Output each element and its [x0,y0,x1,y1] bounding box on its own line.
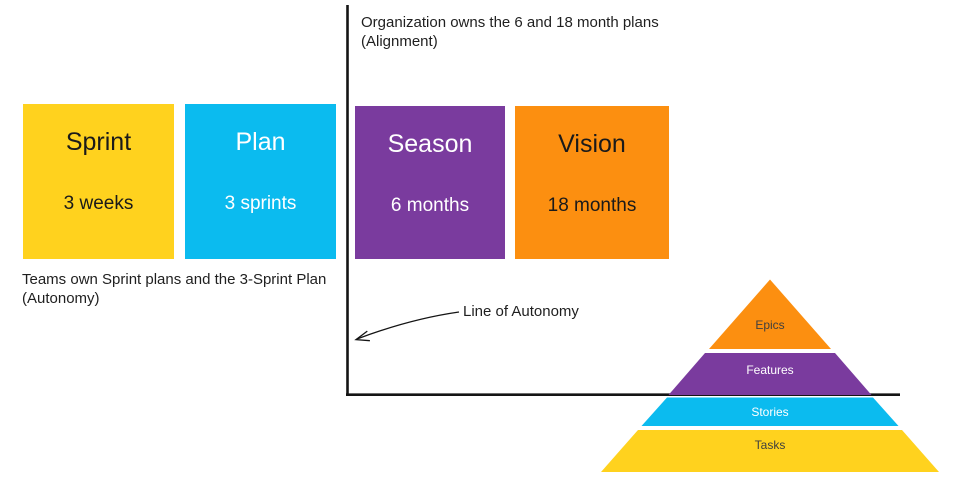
autonomy-annotation-line2: (Autonomy) [22,290,100,307]
pyramid-layer-features [668,353,872,395]
pyramid-layer-stories [641,397,899,426]
alignment-annotation: Organization owns the 6 and 18 month pla… [361,13,701,51]
pyramid-layer-epics [709,279,831,349]
autonomy-annotation-line1: Teams own Sprint plans and the 3-Sprint … [22,271,327,288]
line-of-autonomy-label: Line of Autonomy [463,303,579,320]
vision-box: Vision 18 months [515,106,669,259]
plan-box-subtitle: 3 sprints [224,193,297,214]
pyramid-label-epics: Epics [755,318,784,332]
pyramid-label-tasks: Tasks [755,438,786,452]
season-box-title: Season [387,130,473,158]
season-box-subtitle: 6 months [390,195,470,216]
sprint-box-title: Sprint [65,128,132,156]
autonomy-annotation: Teams own Sprint plans and the 3-Sprint … [22,270,352,308]
plan-box: Plan 3 sprints [185,104,336,259]
line-of-autonomy-arrow [356,311,460,340]
pyramid-label-stories: Stories [751,405,788,419]
plan-box-title: Plan [235,128,286,156]
pyramid-label-features: Features [746,363,793,377]
pyramid-layer-tasks [601,430,939,472]
sprint-box: Sprint 3 weeks [23,104,174,259]
alignment-annotation-line1: Organization owns the 6 and 18 month pla… [361,14,659,31]
season-box: Season 6 months [355,106,505,259]
alignment-annotation-line2: (Alignment) [361,33,438,50]
vision-box-subtitle: 18 months [547,195,637,216]
arrowhead-icon [354,330,370,342]
vision-box-title: Vision [558,130,626,158]
sprint-box-subtitle: 3 weeks [63,193,134,214]
